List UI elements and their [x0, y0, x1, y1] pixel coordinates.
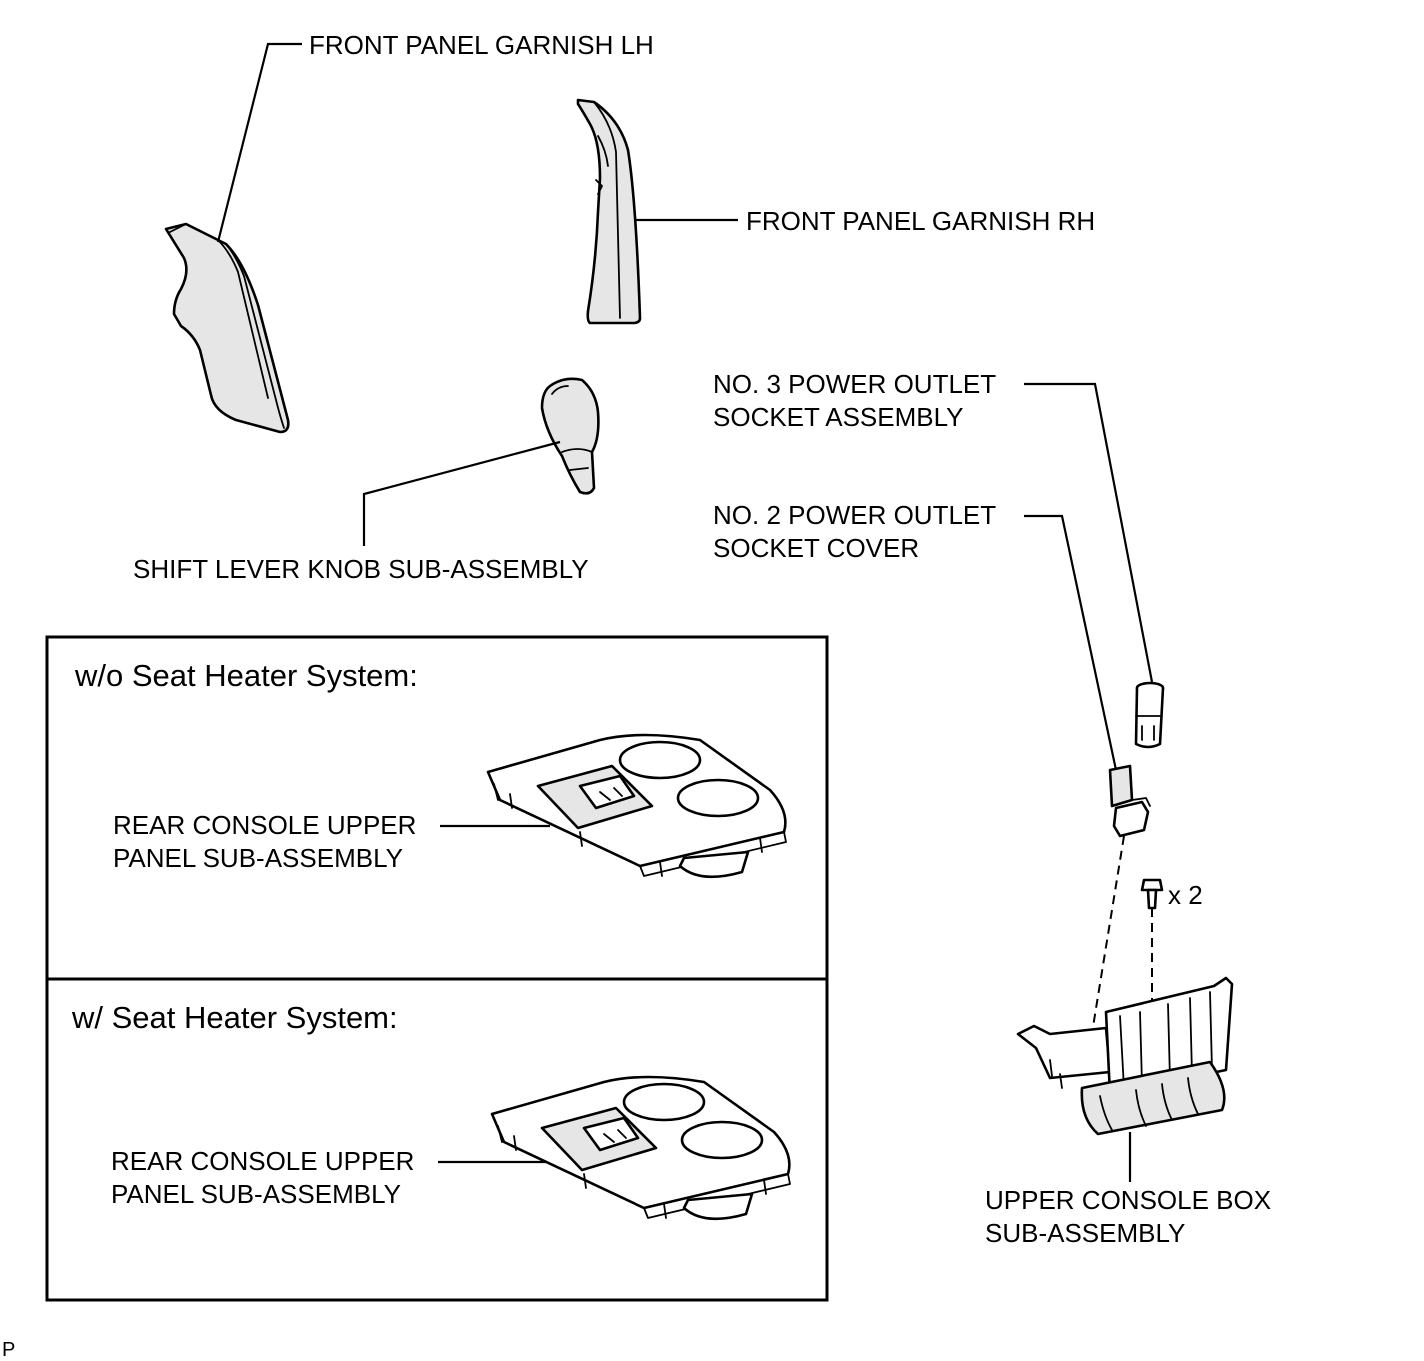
no2-outlet-label-line2: SOCKET COVER	[713, 533, 919, 563]
console-panel-icon	[490, 1075, 791, 1221]
corner-mark: P	[2, 1339, 15, 1361]
no2-outlet-label-line1: NO. 2 POWER OUTLET	[713, 500, 996, 530]
shift-knob-leader	[362, 440, 561, 546]
no3-outlet-leader	[1024, 382, 1154, 683]
garnish-lh-leader	[216, 42, 302, 243]
upper-console-box-label-line1: UPPER CONSOLE BOX	[985, 1185, 1271, 1215]
no2-outlet-leader	[1024, 514, 1118, 771]
upper-console-box-label-line2: SUB-ASSEMBLY	[985, 1218, 1185, 1248]
variant-heading: w/ Seat Heater System:	[71, 1000, 398, 1035]
garnish-rh-icon	[576, 98, 642, 325]
socket-cover-icon	[1108, 764, 1151, 838]
garnish-lh-icon	[164, 222, 290, 434]
front-panel-garnish-rh-label: FRONT PANEL GARNISH RH	[746, 206, 1095, 236]
variant-part-label-line1: REAR CONSOLE UPPER	[113, 810, 416, 840]
variant-frame	[45, 635, 829, 1302]
shift-lever-knob-label: SHIFT LEVER KNOB SUB-ASSEMBLY	[133, 554, 589, 584]
no3-outlet-label-line2: SOCKET ASSEMBLY	[713, 402, 963, 432]
no3-outlet-label-line1: NO. 3 POWER OUTLET	[713, 369, 996, 399]
variant-with-seat-heater: w/ Seat Heater System: REAR CONSOLE UPPE…	[71, 1000, 791, 1221]
variant-without-seat-heater: w/o Seat Heater System: REAR CONSOLE UPP…	[74, 658, 787, 879]
variant-part-label-line2: PANEL SUB-ASSEMBLY	[111, 1179, 401, 1209]
variant-part-label-line1: REAR CONSOLE UPPER	[111, 1146, 414, 1176]
bolt-quantity: x 2	[1168, 880, 1203, 910]
variant-heading: w/o Seat Heater System:	[74, 658, 418, 693]
power-outlet-socket-icon	[1134, 681, 1165, 749]
shift-knob-icon	[540, 377, 600, 495]
variant-part-label-line2: PANEL SUB-ASSEMBLY	[113, 843, 403, 873]
front-panel-garnish-lh-label: FRONT PANEL GARNISH LH	[309, 30, 654, 60]
bolt-icon	[1140, 878, 1164, 910]
console-panel-icon	[486, 733, 787, 879]
console-box-icon	[1016, 976, 1234, 1136]
